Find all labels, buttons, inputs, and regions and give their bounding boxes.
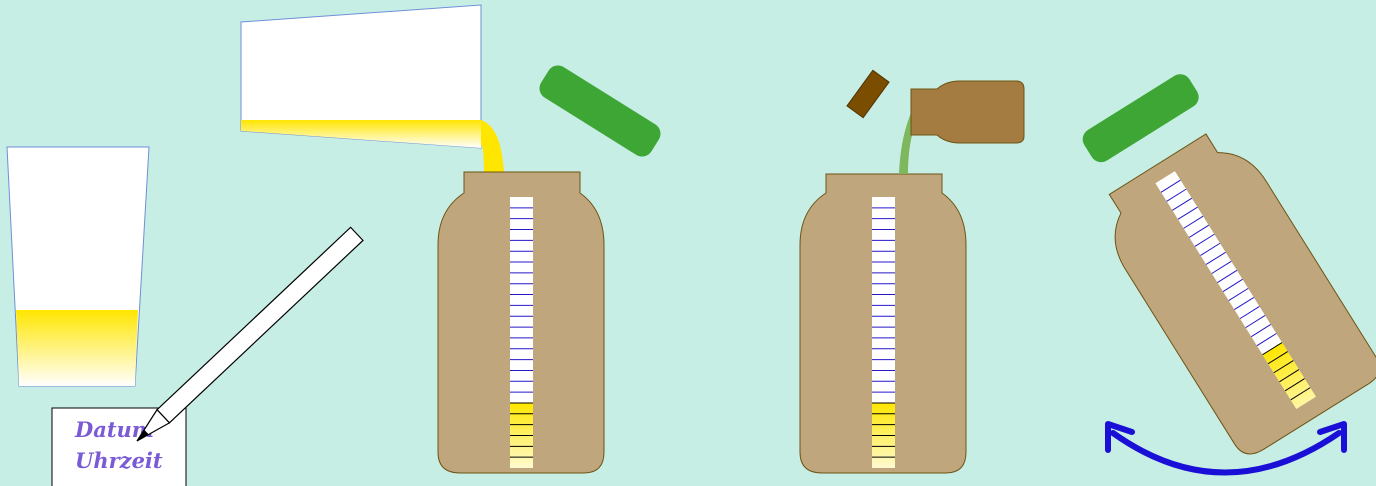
bottle-pour <box>847 70 1024 174</box>
jar-2 <box>800 174 966 473</box>
swirl-arrow-icon <box>1108 424 1344 473</box>
jar-1 <box>438 172 604 473</box>
measuring-scale <box>872 197 895 468</box>
pour-stream <box>481 120 504 172</box>
jar-3 <box>1052 64 1376 461</box>
cup-liquid <box>16 310 138 386</box>
measuring-scale <box>510 197 533 468</box>
note-line-time: Uhrzeit <box>75 448 163 473</box>
sample-cup <box>7 147 149 386</box>
pen-icon <box>131 227 363 447</box>
cap-icon <box>535 61 664 160</box>
cork-icon <box>847 70 889 117</box>
bottle-icon <box>911 81 1024 143</box>
pouring-pitcher <box>241 5 504 172</box>
